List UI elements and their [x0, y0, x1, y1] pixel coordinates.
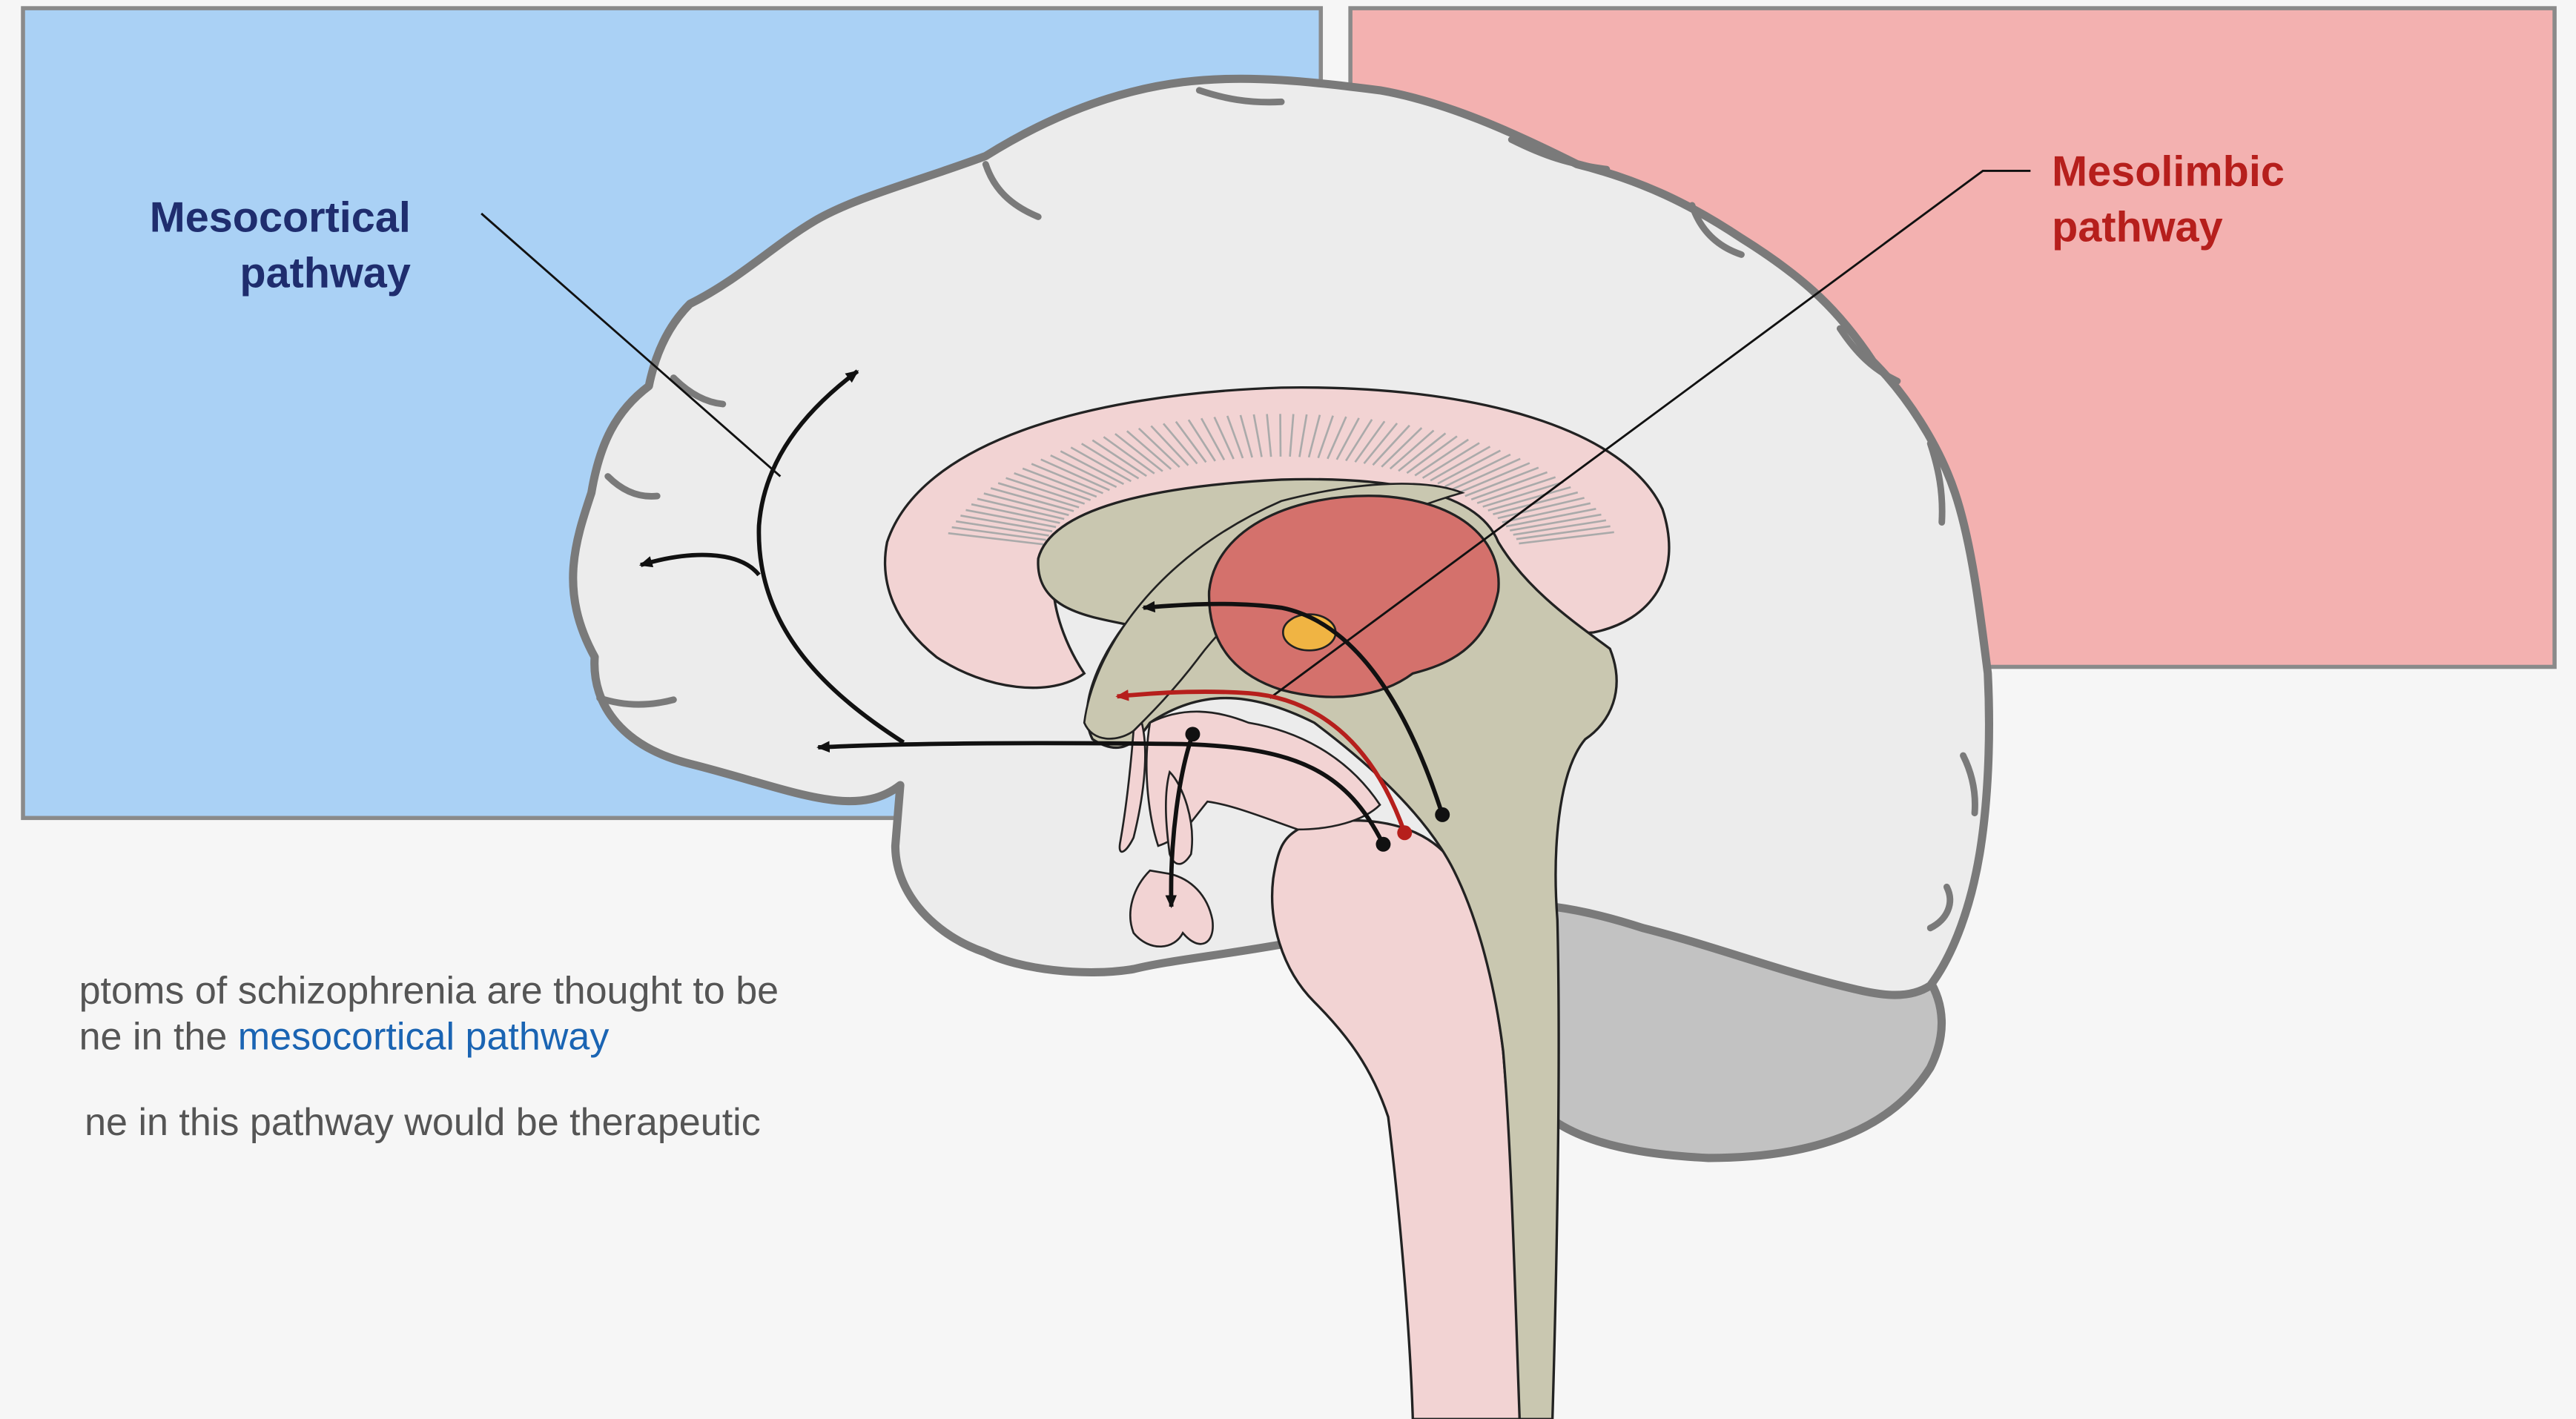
- therapeutic-text: ne in this pathway would be therapeutic: [85, 1099, 761, 1145]
- nucleus: [1283, 615, 1335, 651]
- mesolimbic-label: Mesolimbic pathway: [2052, 143, 2285, 255]
- description-text: ptoms of schizophrenia are thought to be…: [79, 968, 779, 1059]
- mesolimbic-label-line1: Mesolimbic: [2052, 143, 2285, 199]
- description-line-1: ptoms of schizophrenia are thought to be: [79, 968, 779, 1013]
- mesocortical-label-line1: Mesocortical: [150, 189, 411, 245]
- mesolimbic-label-line2: pathway: [2052, 199, 2285, 254]
- mesocortical-pathway-link[interactable]: mesocortical pathway: [238, 1015, 610, 1058]
- mesocortical-label: Mesocortical pathway: [150, 189, 411, 301]
- description-line-2: ne in the mesocortical pathway: [79, 1013, 779, 1059]
- description-line-2-prefix: ne in the: [79, 1015, 238, 1058]
- description-line-3: ne in this pathway would be therapeutic: [85, 1099, 761, 1145]
- mesocortical-label-line2: pathway: [150, 245, 411, 300]
